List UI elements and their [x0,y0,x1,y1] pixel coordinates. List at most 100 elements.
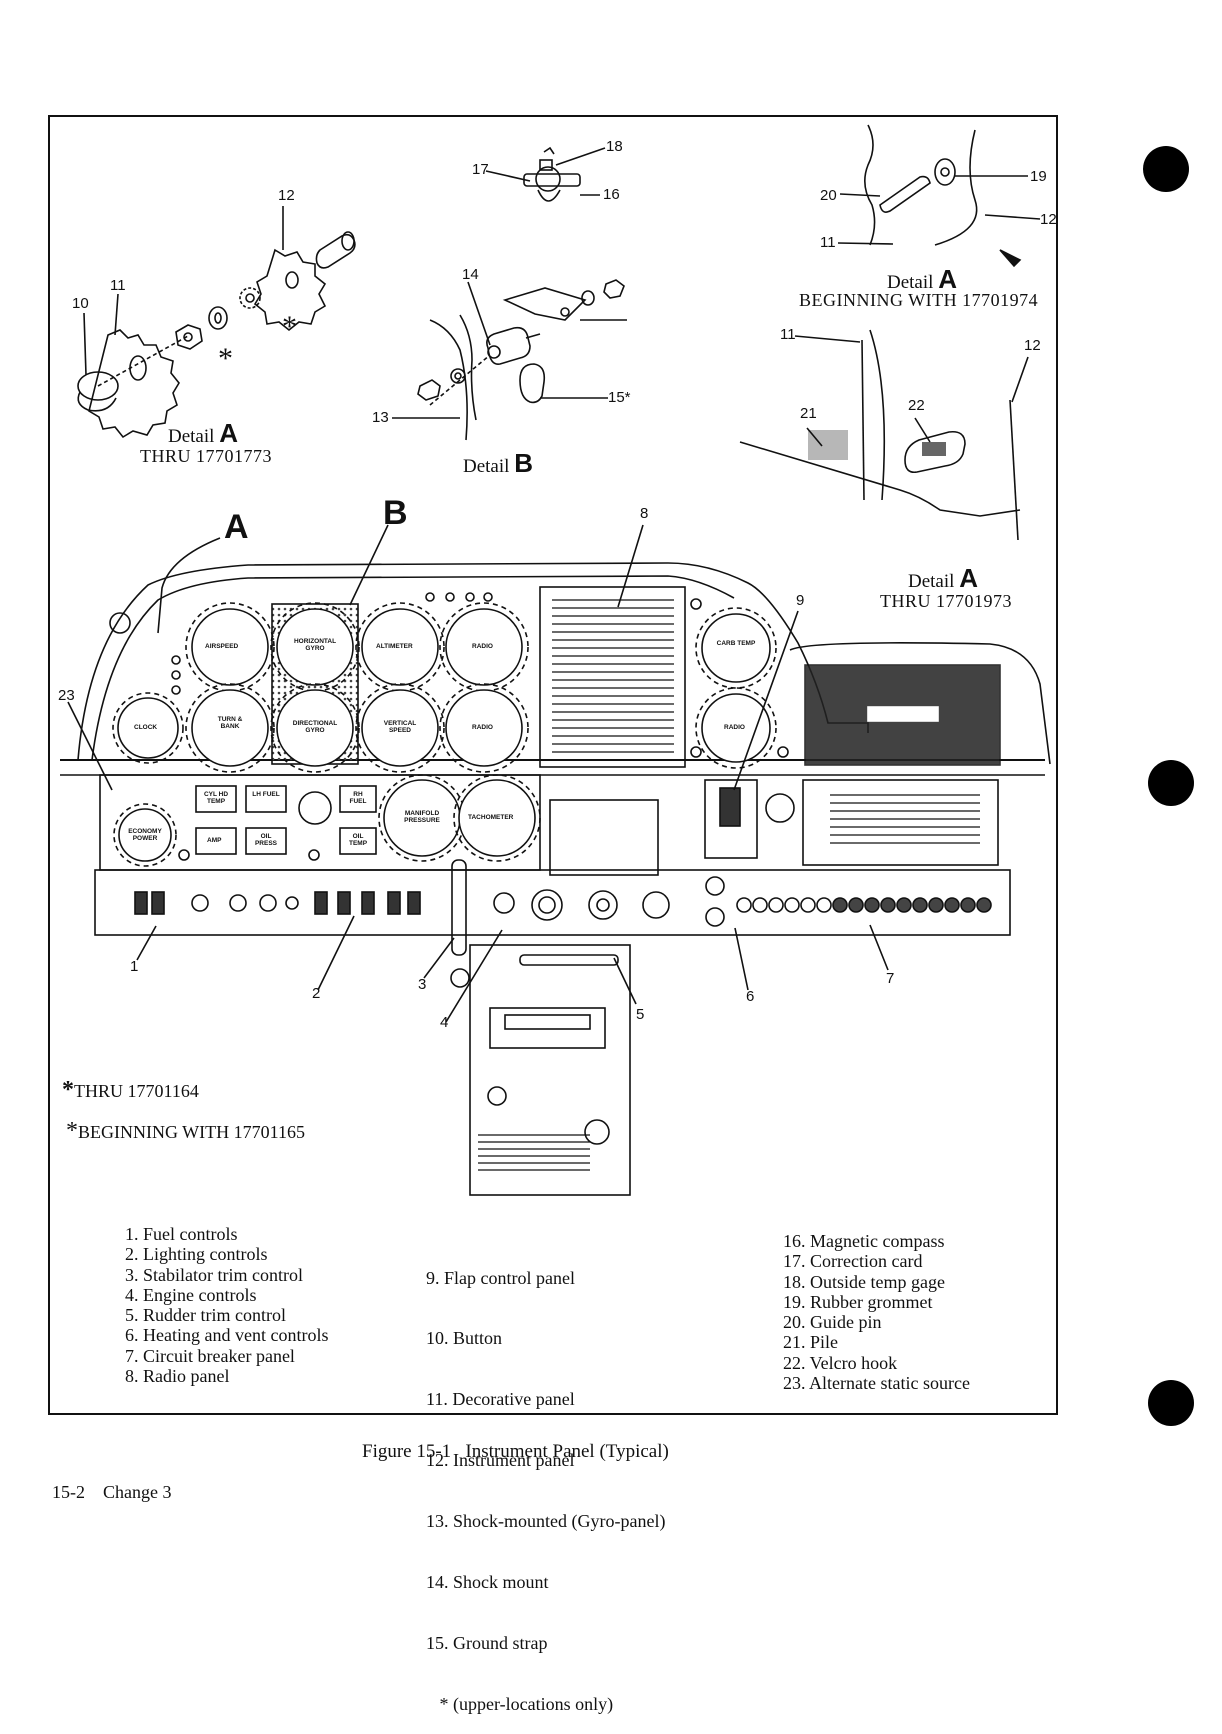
gauges [112,602,777,867]
gauge-oil-press: OIL PRESS [254,833,278,847]
callout-18: 18 [606,138,623,155]
callout-5: 5 [636,1006,645,1023]
legend-item: 18. Outside temp gage [783,1271,945,1292]
callout-13: 13 [372,409,389,426]
callout-4: 4 [440,1014,449,1031]
leader-lines [67,524,889,1023]
legend-item: 16. Magnetic compass [783,1231,945,1251]
note-thru: *THRU 17701164 [62,1077,199,1103]
instrument-panel-illustration [60,124,1051,1196]
legend-item: 1. Fuel controls [125,1224,238,1244]
callout-7: 7 [886,970,895,987]
asterisk-icon-2: * [66,1118,78,1144]
callout-16: 16 [603,186,620,203]
page-footer: 15-2 Change 3 [52,1482,172,1502]
detail-b-title: Detail B [463,448,533,478]
legend-item: 4. Engine controls [125,1284,257,1305]
callout-12-top-right: 12 [1040,211,1057,228]
callout-6: 6 [746,988,755,1005]
gauge-altimeter: ALTIMETER [376,643,413,650]
gauge-airspeed: AIRSPEED [205,643,239,650]
legend-item: 6. Heating and vent controls [125,1325,329,1346]
gauge-rh-fuel: RH FUEL [349,791,367,805]
legend-item: 9. Flap control panel [426,1267,575,1288]
binder-hole-mark [1143,146,1189,192]
detail-a-top-right-title: Detail A [887,264,957,294]
callout-23: 23 [58,687,75,704]
asterisk-mark-1: * [282,310,297,343]
callout-10: 10 [72,295,89,312]
legend-item: 3. Stabilator trim control [125,1264,303,1285]
figure-caption: Figure 15-1 Instrument Panel (Typical) [362,1441,669,1462]
callout-11-left: 11 [110,277,126,294]
gauge-radio-2: RADIO [472,724,493,731]
detail-a-top-right-art [864,124,1022,268]
legend-item: 20. Guide pin [783,1312,882,1333]
legend-item: 12. Instrument panel [426,1450,575,1471]
callout-21: 21 [800,405,817,422]
gauge-horizontal-gyro: HORIZONTAL GYRO [293,638,337,652]
gauge-carb-temp: CARB TEMP [716,640,756,647]
legend-col-2: 9. Flap control panel 10. Button 11. Dec… [426,1227,665,1734]
compass-art [523,146,581,202]
legend-item: 2. Lighting controls [125,1244,268,1265]
callout-3: 3 [418,976,427,993]
legend-item: 7. Circuit breaker panel [125,1345,295,1366]
gauge-radio-1: RADIO [472,643,493,650]
gauge-turn-bank: TURN & BANK [217,716,243,730]
detail-a-right-title: Detail A [908,563,978,593]
detail-a-left-title: Detail A [168,418,238,448]
binder-hole-mark [1148,1380,1194,1426]
gauge-radio-3: RADIO [724,724,745,731]
legend-col-1: 1. Fuel controls 2. Lighting controls 3.… [125,1224,328,1386]
legend-item: 11. Decorative panel [426,1389,575,1410]
gauge-oil-temp: OIL TEMP [348,833,368,847]
callout-8: 8 [640,505,649,522]
binder-hole-mark [1148,760,1194,806]
callout-9: 9 [796,592,805,609]
legend-col-3: 16. Magnetic compass 17. Correction card… [783,1231,970,1393]
legend-item: 19. Rubber grommet [783,1291,933,1312]
legend-item: 23. Alternate static source [783,1373,970,1394]
asterisk-icon: * [62,1077,74,1103]
callout-15: 15* [608,389,631,406]
legend-item: 13. Shock-mounted (Gyro-panel) [426,1511,666,1532]
callout-14: 14 [462,266,479,283]
callout-2: 2 [312,985,321,1002]
legend-item: 21. Pile [783,1332,839,1353]
callout-17: 17 [472,161,489,178]
callout-22: 22 [908,397,925,414]
callout-1: 1 [130,958,139,975]
callout-11-top-right: 11 [820,234,836,251]
detail-a-left-sub: THRU 17701773 [140,446,272,466]
note-beginning: *BEGINNING WITH 17701165 [66,1118,305,1144]
detail-b-art [417,279,625,441]
legend-item: 17. Correction card [783,1251,923,1272]
gauge-cyl-hd-temp: CYL HD TEMP [203,791,229,805]
gauge-clock: CLOCK [134,724,158,731]
detail-a-right-sub: THRU 17701973 [880,591,1012,611]
legend-item: 8. Radio panel [125,1366,230,1387]
detail-a-left-art [77,231,356,439]
gauge-economy-power: ECONOMY POWER [128,828,162,842]
location-label-a: A [224,508,249,546]
callout-19: 19 [1030,168,1047,185]
gauge-tachometer: TACHOMETER [468,814,514,821]
gauge-amp: AMP [207,837,222,844]
figure-frame [48,115,1058,1415]
callout-12-right: 12 [1024,337,1041,354]
legend-item: 14. Shock mount [426,1572,549,1593]
callout-12-left: 12 [278,187,295,204]
callout-11-right: 11 [780,326,796,343]
gauge-manifold-pressure: MANIFOLD PRESSURE [404,810,440,824]
gauge-directional-gyro: DIRECTIONAL GYRO [292,720,338,734]
legend-item: 10. Button [426,1328,503,1349]
gauge-lh-fuel: LH FUEL [252,791,280,798]
legend-item: 15. Ground strap [426,1632,548,1653]
detail-a-top-right-sub: BEGINNING WITH 17701974 [799,290,1039,310]
legend-item: 22. Velcro hook [783,1352,898,1373]
callout-20: 20 [820,187,837,204]
detail-a-right-art [739,329,1021,541]
legend-item: * (upper-locations only) [426,1693,614,1714]
legend-item: 5. Rudder trim control [125,1305,286,1326]
